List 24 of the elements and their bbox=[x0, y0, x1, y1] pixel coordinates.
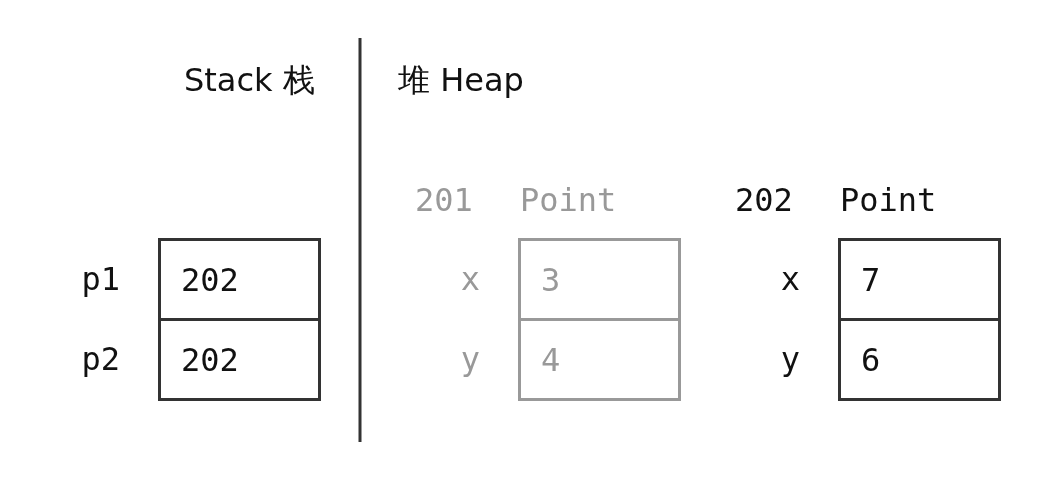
field-name: p2 bbox=[80, 339, 120, 379]
cell-value: 4 bbox=[541, 340, 561, 379]
cell-value: 202 bbox=[181, 260, 239, 299]
field-name: p1 bbox=[80, 259, 120, 299]
cell-value: 7 bbox=[861, 260, 881, 299]
memory-cell bbox=[838, 238, 1001, 321]
field-name: y bbox=[459, 339, 480, 379]
memory-cell bbox=[518, 318, 681, 401]
cell-value: 6 bbox=[861, 340, 881, 379]
memory-cell bbox=[838, 318, 1001, 401]
field-name: y bbox=[779, 339, 800, 379]
field-name: x bbox=[779, 259, 800, 299]
cell-value: 3 bbox=[541, 260, 561, 299]
section-heading: 堆 Heap bbox=[398, 60, 524, 100]
address-label: 201 bbox=[415, 180, 473, 220]
memory-cell bbox=[158, 318, 321, 401]
field-name: x bbox=[459, 259, 480, 299]
section-heading: Stack 栈 bbox=[184, 60, 315, 100]
type-label: Point bbox=[840, 180, 937, 220]
cell-value: 202 bbox=[181, 340, 239, 379]
address-label: 202 bbox=[735, 180, 793, 220]
memory-cell bbox=[158, 238, 321, 321]
type-label: Point bbox=[520, 180, 617, 220]
memory-cell bbox=[518, 238, 681, 321]
